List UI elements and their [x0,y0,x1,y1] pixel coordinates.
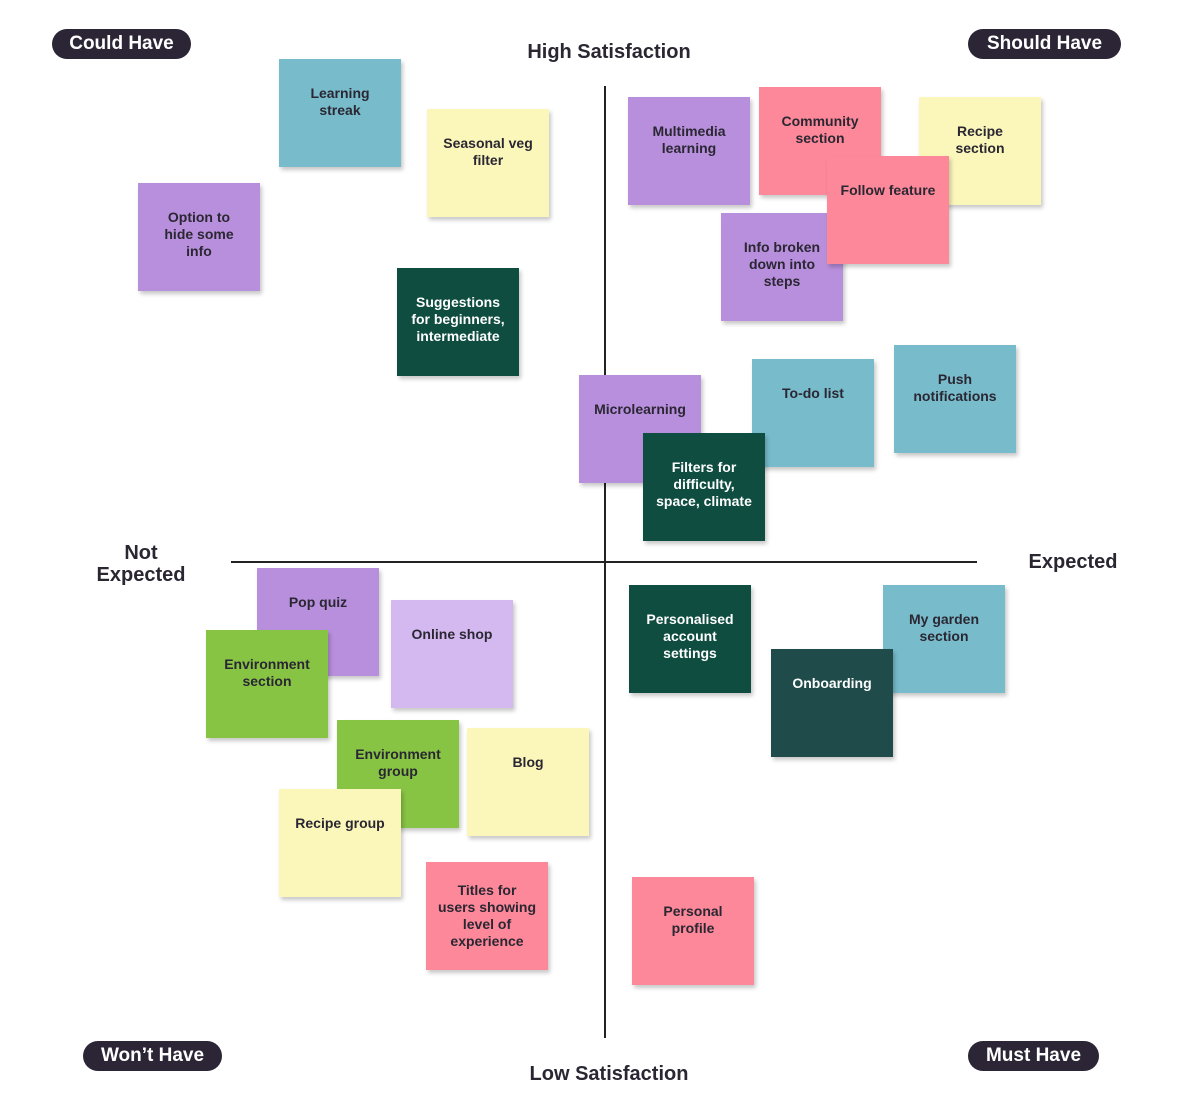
sticky-note-to-do-list: To-do list [752,359,874,467]
could-have-label: Could Have [52,29,191,59]
sticky-note-seasonal-veg-filter: Seasonal veg filter [427,109,549,217]
sticky-note-personal-profile: Personal profile [632,877,754,985]
sticky-note-personalised-settings: Personalised account settings [629,585,751,693]
must-have-label: Must Have [968,1041,1099,1071]
sticky-note-option-hide-info: Option to hide some info [138,183,260,291]
sticky-note-recipe-section: Recipe section [919,97,1041,205]
sticky-note-push-notifications: Push notifications [894,345,1016,453]
expected-label: Expected [1028,551,1118,573]
sticky-note-online-shop: Online shop [391,600,513,708]
sticky-note-recipe-group: Recipe group [279,789,401,897]
wont-have-label: Won’t Have [83,1041,222,1071]
sticky-note-onboarding: Onboarding [771,649,893,757]
sticky-note-info-broken-down: Info broken down into steps [721,213,843,321]
sticky-note-blog: Blog [467,728,589,836]
sticky-note-filters: Filters for difficulty, space, climate [643,433,765,541]
sticky-note-titles-for-users: Titles for users showing level of experi… [426,862,548,970]
sticky-note-multimedia-learning: Multimedia learning [628,97,750,205]
low-satisfaction-label: Low Satisfaction [529,1063,689,1085]
sticky-note-follow-feature: Follow feature [827,156,949,264]
sticky-note-my-garden-section: My garden section [883,585,1005,693]
horizontal-axis-line [231,561,977,563]
sticky-note-environment-section: Environment section [206,630,328,738]
high-satisfaction-label: High Satisfaction [527,41,691,63]
sticky-note-suggestions: Suggestions for beginners, intermediate [397,268,519,376]
not-expected-label: Not Expected [96,542,186,586]
sticky-note-learning-streak: Learning streak [279,59,401,167]
should-have-label: Should Have [968,29,1121,59]
